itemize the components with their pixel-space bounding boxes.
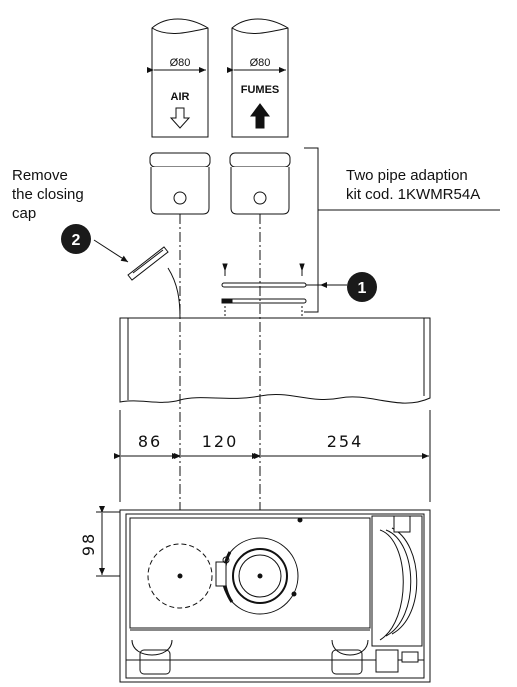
air-adapter <box>149 152 211 215</box>
fumes-adapter <box>229 152 291 215</box>
remove-cap-note: Remove the closing cap <box>12 166 84 223</box>
fumes-pipe-label: FUMES <box>241 84 280 96</box>
kit-bracket <box>304 147 319 313</box>
air-pipe: Ø80 AIR <box>147 18 209 138</box>
boiler-top-casing <box>119 317 431 404</box>
air-diameter-label: Ø80 <box>170 57 191 69</box>
up-arrow-filled-icon <box>250 103 270 129</box>
dimension-98: 98 <box>79 532 98 556</box>
callout-1: 1 <box>347 272 377 302</box>
callout-2: 2 <box>61 224 91 254</box>
screws-and-gaskets <box>221 263 307 318</box>
callout-2-number: 2 <box>72 232 81 249</box>
kit-note: Two pipe adaption kit cod. 1KWMR54A <box>346 166 480 204</box>
remove-cap-line-1: Remove <box>12 167 68 184</box>
dimension-254: 254 <box>327 432 364 451</box>
remove-cap-line-3: cap <box>12 205 37 222</box>
closing-cap <box>127 246 181 319</box>
down-arrow-outline-icon <box>169 107 191 129</box>
dimension-86: 86 <box>138 432 162 451</box>
kit-line-1: Two pipe adaption <box>346 167 468 184</box>
dimension-120: 120 <box>202 432 239 451</box>
dimension-lines <box>96 410 431 577</box>
fumes-diameter-label: Ø80 <box>250 57 271 69</box>
kit-line-2: kit cod. 1KWMR54A <box>346 186 481 203</box>
boiler-plan-view <box>119 509 431 683</box>
air-pipe-label: AIR <box>171 91 190 103</box>
callout-1-number: 1 <box>358 280 367 297</box>
remove-cap-line-2: the closing <box>12 186 84 203</box>
fumes-pipe: Ø80 FUMES <box>227 18 289 138</box>
